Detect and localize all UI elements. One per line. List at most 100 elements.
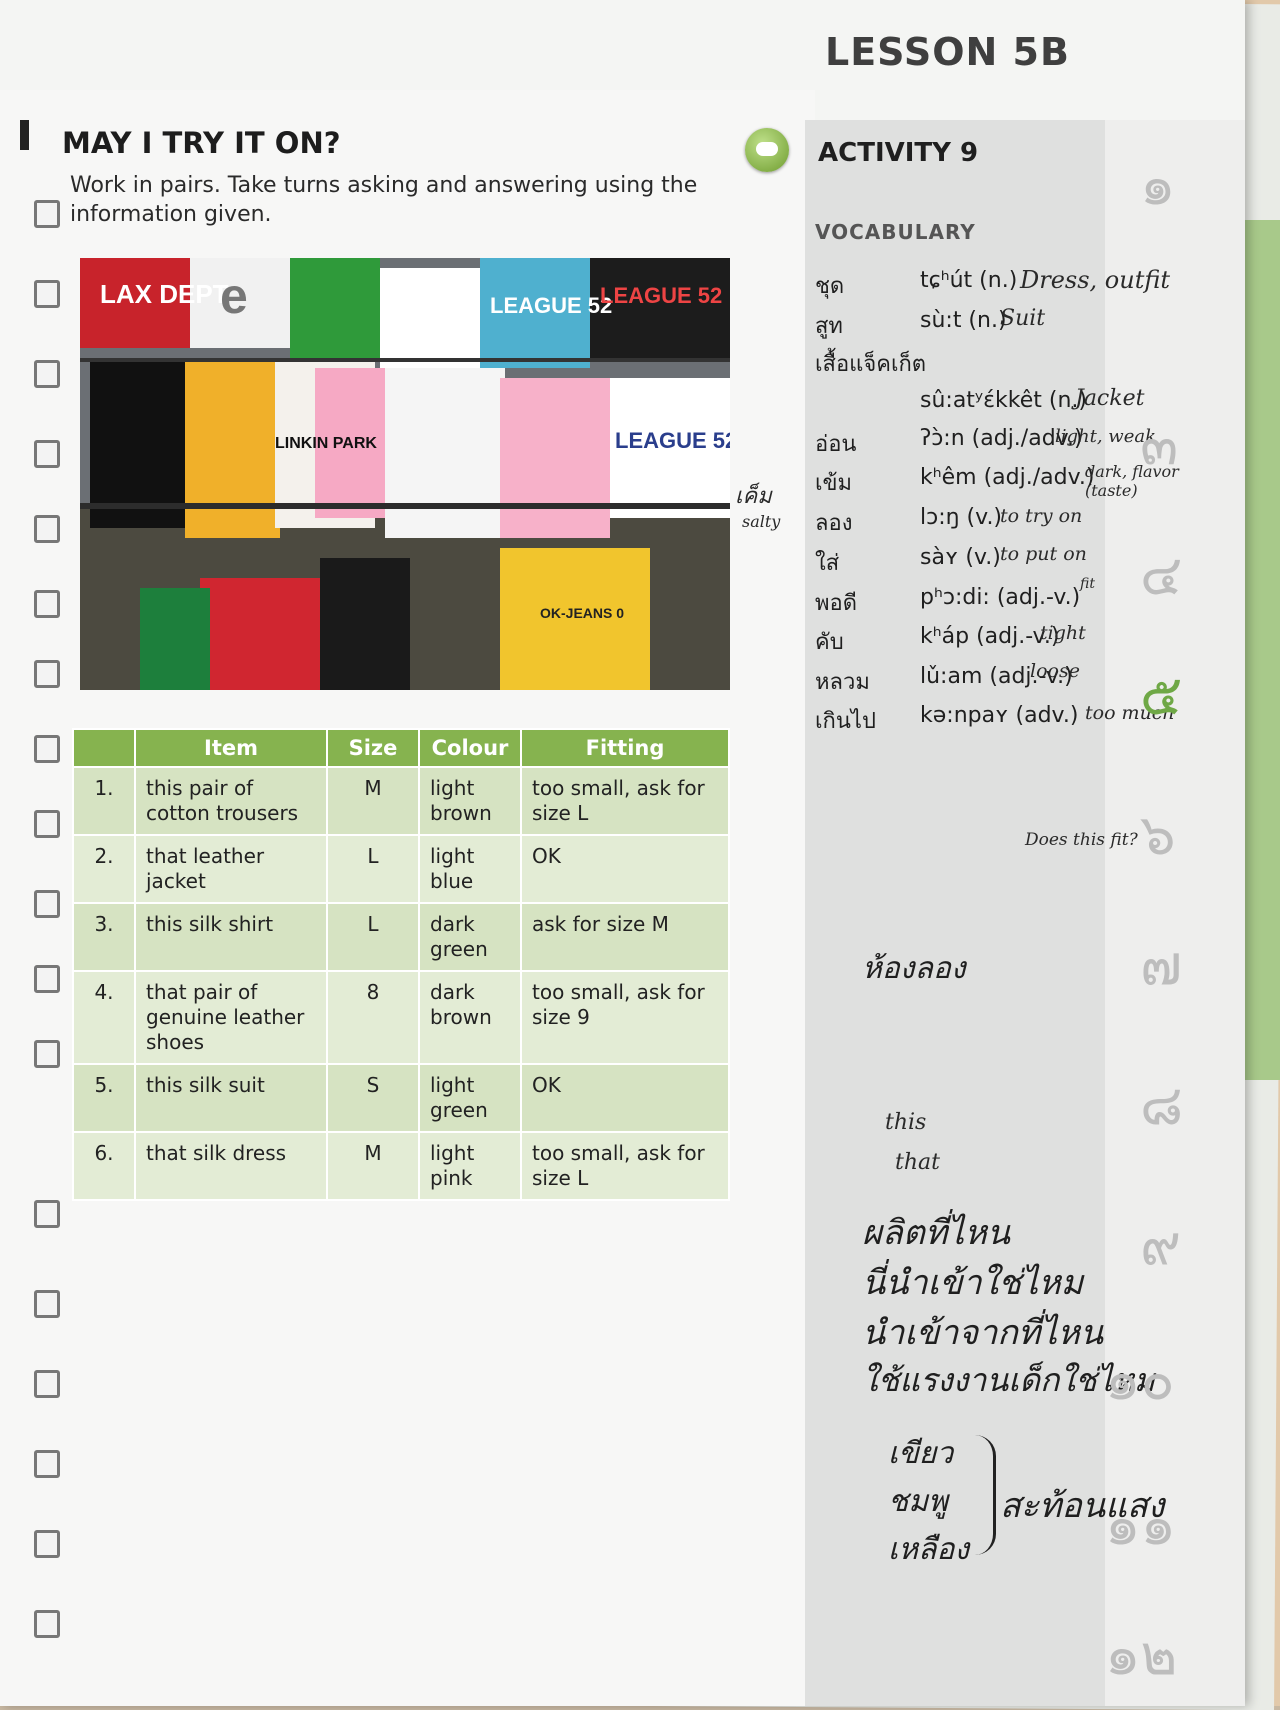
- vocab-thai: สูท: [815, 314, 843, 339]
- table-row: 4. that pair of genuine leather shoes 8 …: [72, 970, 730, 1065]
- table-row: 3. this silk shirt L dark green ask for …: [72, 902, 730, 972]
- bracket-mark: [975, 1435, 996, 1555]
- table-row: 5. this silk suit S light green OK: [72, 1063, 730, 1133]
- vocab-translit: kʰêm (adj./adv.): [920, 465, 1095, 490]
- size-cell: L: [326, 902, 420, 972]
- handwritten-note: Does this fit?: [1025, 830, 1138, 850]
- table-header: Colour: [418, 728, 522, 768]
- row-number: 5.: [72, 1063, 136, 1133]
- fitting-cell: too small, ask for size L: [520, 1131, 730, 1201]
- colour-cell: light blue: [418, 834, 522, 904]
- margin-numeral: ๙: [1140, 1213, 1182, 1278]
- fitting-cell: ask for size M: [520, 902, 730, 972]
- vocab-translit: sù:t (n.): [920, 308, 1007, 333]
- handwritten-note: นี่นำเข้าใช่ไหม: [862, 1263, 1084, 1303]
- table-header: Size: [326, 728, 420, 768]
- fitting-cell: too small, ask for size 9: [520, 970, 730, 1065]
- shirt-text: OK-JEANS 0: [540, 605, 624, 621]
- margin-numeral: ๓: [1140, 413, 1179, 478]
- vocab-note: to put on: [1000, 543, 1087, 565]
- binding-ring: [34, 1530, 60, 1558]
- colour-cell: light pink: [418, 1131, 522, 1201]
- handwritten-note: นำเข้าจากที่ไหน: [862, 1313, 1104, 1353]
- margin-column: [1105, 120, 1245, 1706]
- margin-numeral: ๕: [1140, 663, 1183, 728]
- shirt-text: LEAGUE 52: [615, 428, 730, 453]
- vocab-translit: pʰɔ:di: (adj.-v.): [920, 585, 1081, 610]
- colour-cell: dark brown: [418, 970, 522, 1065]
- binding-ring: [34, 590, 60, 618]
- handwritten-note: สะท้อนแสง: [1000, 1486, 1165, 1526]
- speech-bubble-icon: [745, 128, 789, 172]
- shirt-text: LINKIN PARK: [275, 435, 377, 452]
- vocab-note: Dress, outfit: [1020, 266, 1171, 294]
- fitting-cell: OK: [520, 834, 730, 904]
- size-cell: M: [326, 766, 420, 836]
- item-cell: that silk dress: [134, 1131, 328, 1201]
- lesson-heading: LESSON 5B: [825, 30, 1070, 74]
- vocab-note: to try on: [1000, 505, 1083, 527]
- vocab-note: too much: [1085, 702, 1175, 724]
- vocab-thai: ใส่: [815, 551, 840, 576]
- item-table: Item Size Colour Fitting 1. this pair of…: [72, 728, 730, 1201]
- vocab-note: Jacket: [1075, 386, 1145, 411]
- table-row: 2. that leather jacket L light blue OK: [72, 834, 730, 904]
- handwritten-note: ผลิตที่ไหน: [862, 1213, 1011, 1253]
- size-cell: 8: [326, 970, 420, 1065]
- vocab-translit: kʰáp (adj.-v.): [920, 624, 1060, 649]
- margin-numeral: ๑: [1140, 153, 1176, 218]
- colour-cell: light brown: [418, 766, 522, 836]
- fitting-cell: OK: [520, 1063, 730, 1133]
- shirt-text: LEAGUE 52: [490, 293, 612, 318]
- binding-ring: [34, 1370, 60, 1398]
- handwritten-note: เขียว: [888, 1436, 954, 1471]
- vocab-note: tight: [1040, 622, 1086, 644]
- handwritten-note: that: [895, 1150, 940, 1175]
- item-cell: this silk shirt: [134, 902, 328, 972]
- vocab-translit: lɔ:ŋ (v.): [920, 505, 1003, 530]
- handwritten-note: เหลือง: [888, 1532, 970, 1567]
- tshirt-stall-photo: LAX DEPT LEAGUE 52 LEAGUE 52 LEAGUE 52 L…: [80, 258, 730, 690]
- vocab-translit: sû:atʸɛ́kkêt (n.): [920, 388, 1087, 413]
- vocab-note: loose: [1030, 660, 1080, 682]
- margin-numeral: ๗: [1140, 933, 1183, 998]
- row-number: 6.: [72, 1131, 136, 1201]
- shirt-text: e: [220, 268, 248, 324]
- size-cell: L: [326, 834, 420, 904]
- fitting-cell: too small, ask for size L: [520, 766, 730, 836]
- handwritten-note: ใช้แรงงานเด็กใช่ไหม: [862, 1361, 1155, 1399]
- table-header: [72, 728, 136, 768]
- vocab-translit: tɕʰút (n.): [920, 268, 1018, 293]
- handwritten-note: this: [885, 1110, 927, 1135]
- binding-ring: [34, 965, 60, 993]
- vocab-thai: อ่อน: [815, 432, 857, 457]
- margin-numeral: ๑๒: [1105, 1623, 1178, 1688]
- vocab-thai: เสื้อแจ็คเก็ต: [815, 352, 927, 377]
- vocab-note: dark, flavor (taste): [1085, 462, 1179, 500]
- tshirt-illustration: LAX DEPT LEAGUE 52 LEAGUE 52 LEAGUE 52 L…: [80, 258, 730, 690]
- item-cell: this silk suit: [134, 1063, 328, 1133]
- margin-numeral: ๔: [1140, 543, 1183, 608]
- binding-ring: [34, 810, 60, 838]
- vocab-thai: ชุด: [815, 274, 845, 299]
- vocab-thai: หลวม: [815, 670, 870, 695]
- spiral-binding: [0, 0, 70, 1706]
- binding-ring: [34, 515, 60, 543]
- binding-ring: [34, 735, 60, 763]
- handwritten-note: ชมพู: [888, 1484, 948, 1519]
- vocab-thai: เกินไป: [815, 709, 876, 734]
- binding-ring: [34, 1040, 60, 1068]
- vocab-translit: lǔ:am (adj.-v.): [920, 664, 1073, 689]
- binding-ring: [34, 660, 60, 688]
- handwritten-note: เค็ม: [735, 484, 772, 509]
- size-cell: S: [326, 1063, 420, 1133]
- vocab-thai: คับ: [815, 630, 844, 655]
- binding-ring: [34, 1450, 60, 1478]
- binding-ring: [34, 890, 60, 918]
- vocab-thai: พอดี: [815, 591, 858, 616]
- margin-numeral: ๑๐: [1105, 1348, 1175, 1413]
- shirt-text: LEAGUE 52: [600, 283, 722, 308]
- handwritten-note: salty: [742, 512, 781, 531]
- item-cell: that pair of genuine leather shoes: [134, 970, 328, 1065]
- table-row: 1. this pair of cotton trousers M light …: [72, 766, 730, 836]
